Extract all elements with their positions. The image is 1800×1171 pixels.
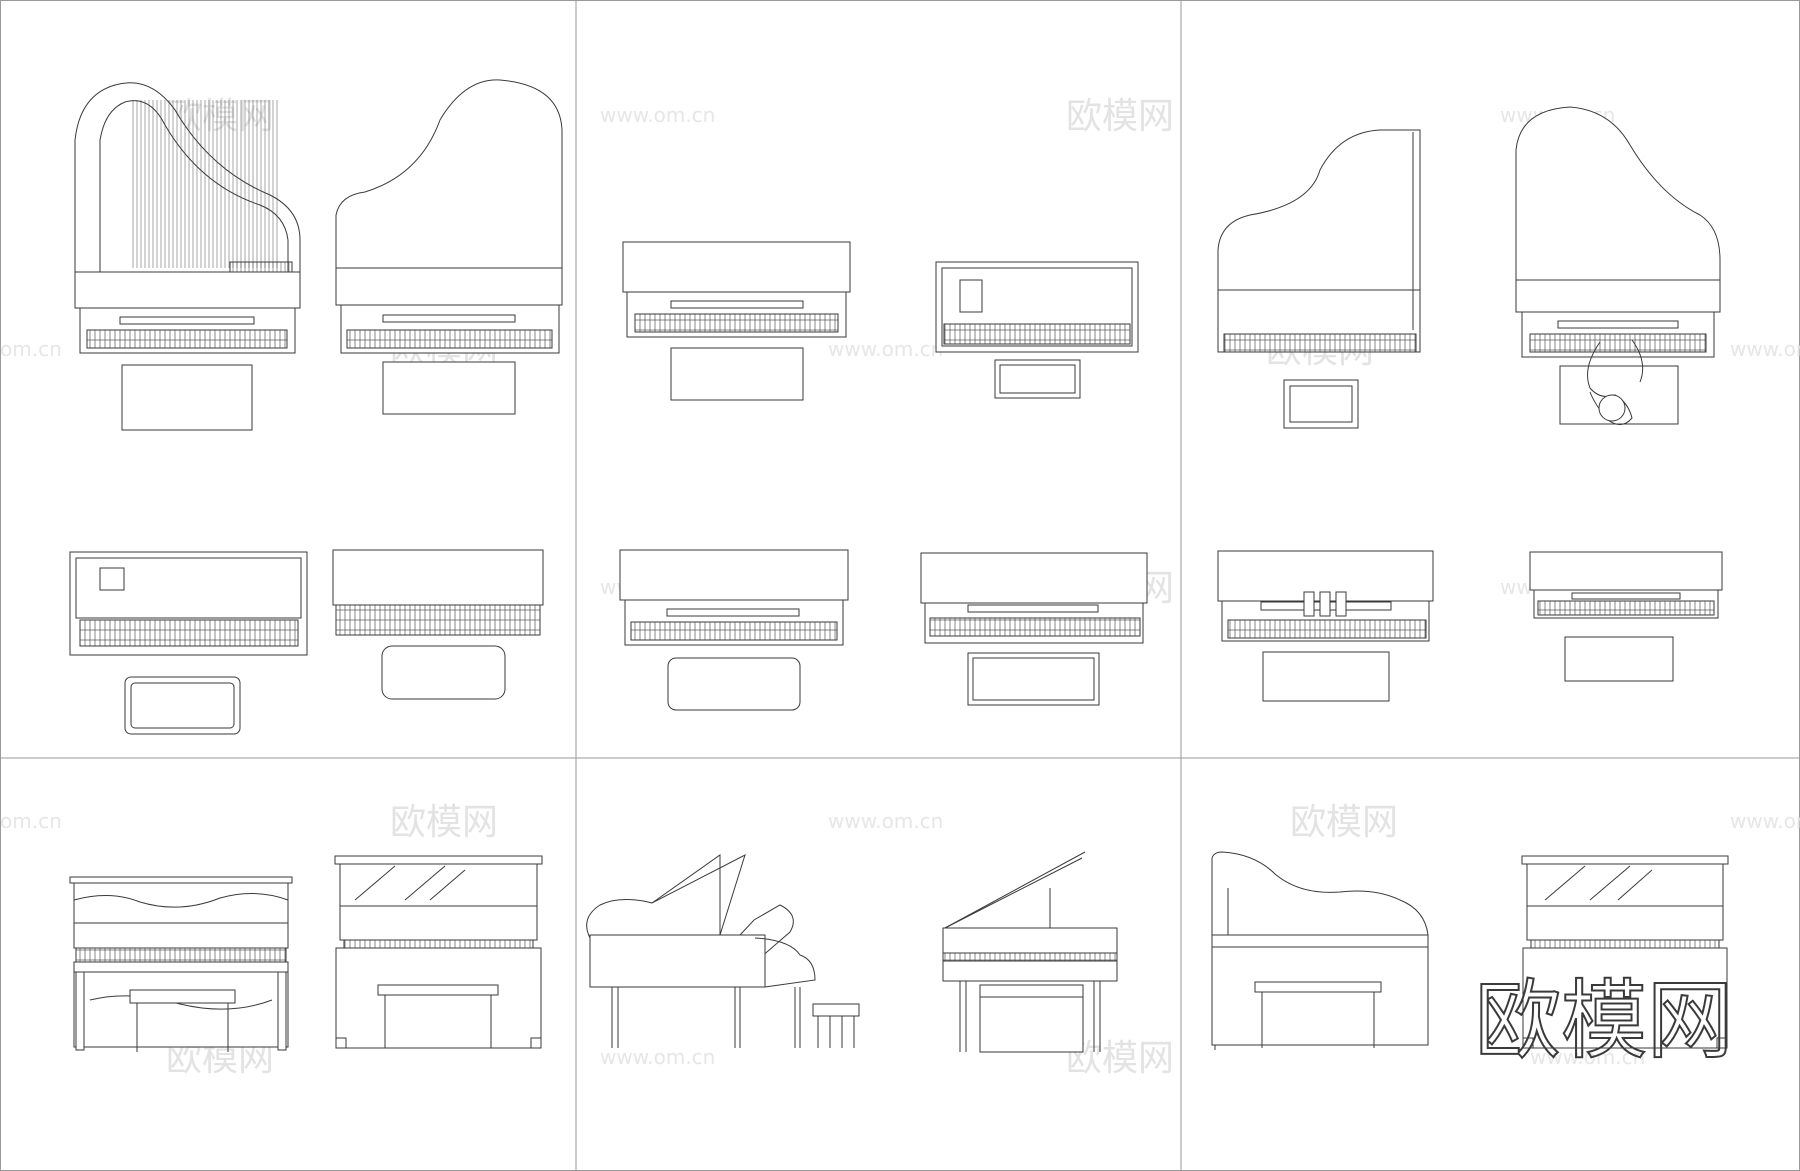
watermark-url: www.om.cn [828, 809, 943, 833]
grand-piano-elevation-front [942, 851, 1118, 1053]
upright-piano-elevation-ornate [69, 876, 293, 1052]
watermark-url: om.cn [0, 337, 62, 361]
piano-bench [382, 361, 516, 415]
upright-piano-elevation-glass-2 [1521, 855, 1729, 1049]
grand-piano-top-view-outline [1217, 129, 1421, 429]
watermark-brand: 欧模网 [1066, 1038, 1174, 1079]
keyboard-top-view [332, 549, 544, 700]
piano-bench [121, 364, 253, 431]
upright-piano-top-view-5 [1529, 551, 1723, 682]
upright-piano-elevation-glass [334, 855, 543, 1049]
piano-stool [812, 1003, 860, 1017]
digital-piano-top-view-2 [69, 551, 308, 735]
watermark-url: www.om.cn [600, 1045, 715, 1069]
brand-logo: 欧模网 [1475, 971, 1733, 1071]
piano-bench [1564, 636, 1674, 682]
watermark-url: www.om.cn [1730, 337, 1800, 361]
watermark-url: om.cn [0, 809, 62, 833]
digital-piano-top-view [935, 261, 1139, 399]
grand-piano-elevation-side [1211, 851, 1429, 1050]
piano-bench [670, 347, 804, 401]
watermark-url: www.om.cn [1530, 1045, 1645, 1069]
watermark-brand: 欧模网 [1066, 96, 1174, 137]
watermark-brand: 欧模网 [1290, 802, 1398, 843]
piano-bench [1262, 651, 1390, 702]
watermark-url: www.om.cn [600, 103, 715, 127]
piano-bench [979, 984, 1084, 998]
grand-piano-top-view [335, 79, 563, 415]
upright-piano-top-view-3 [920, 552, 1148, 706]
tufted-bench [381, 645, 506, 700]
watermark-brand: 欧模网 [390, 802, 498, 843]
piano-bench [377, 984, 499, 996]
piano-bench [1254, 981, 1382, 993]
watermark-url: www.om.cn [1730, 809, 1800, 833]
grand-piano-with-pianist [1515, 106, 1721, 425]
upright-piano-top-view-2 [619, 549, 849, 711]
upright-piano-top-view [622, 241, 851, 401]
grand-piano-top-view-strings [74, 82, 301, 431]
grand-piano-elevation-open [586, 854, 860, 1048]
upright-piano-top-view-4 [1217, 550, 1434, 702]
watermark-url: www.om.cn [828, 337, 943, 361]
piano-bench [667, 657, 801, 711]
piano-bench [129, 989, 236, 1004]
